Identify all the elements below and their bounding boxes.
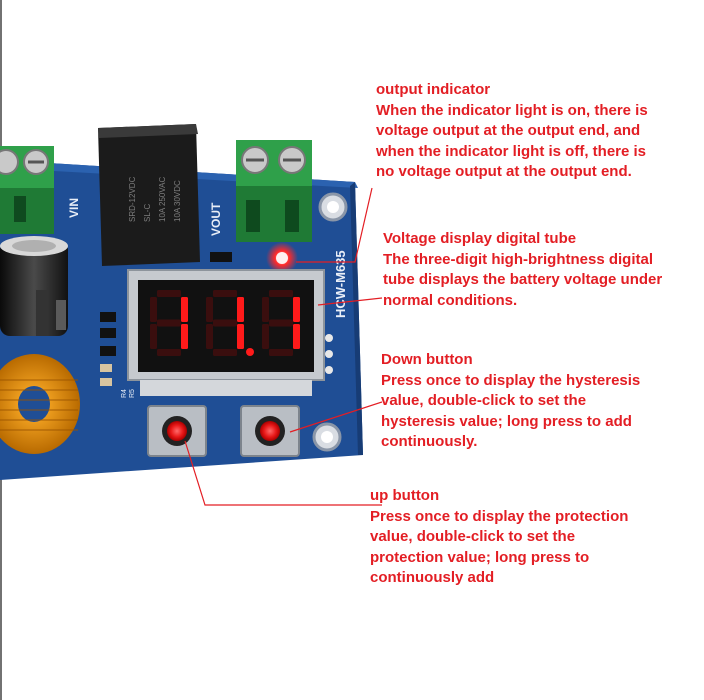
relay-text-4: 10A 30VDC	[173, 180, 182, 222]
digit-2-segment-f	[206, 297, 213, 322]
digit-2-segment-c	[237, 324, 244, 349]
relay: SRD-12VDC SL-C 10A 250VAC 10A 30VDC	[98, 124, 200, 266]
annotation-line: voltage output at the output end, and	[376, 122, 641, 139]
digit-2-segment-a	[213, 290, 237, 297]
annotation-line: value, double-click to set the	[381, 392, 587, 409]
digit-1-segment-f	[150, 297, 157, 322]
display-digits	[150, 290, 300, 356]
annotation-line: no voltage output at the output end.	[376, 163, 632, 180]
annotation-line: The three-digit high-brightness digital	[383, 250, 653, 268]
annotation-output-indicator: output indicator When the indicator ligh…	[376, 80, 701, 183]
vin-label: VIN	[67, 198, 81, 218]
digit-1-segment-g	[157, 319, 181, 327]
digit-3-segment-d	[269, 349, 293, 356]
mounting-hole-bottom	[312, 422, 342, 452]
decimal-point	[246, 348, 254, 356]
digit-3-segment-c	[293, 324, 300, 349]
digit-2-segment-e	[206, 324, 213, 349]
up-button[interactable]	[147, 405, 207, 457]
board-model-label: HCW-M635	[333, 250, 348, 318]
annotation-line: Press once to display the protection	[370, 507, 629, 525]
annotation-line: value, double-click to set the	[370, 528, 576, 545]
annotation-output-indicator-title: output indicator	[376, 81, 491, 98]
annotation-up-button: up button Press once to display the prot…	[370, 486, 700, 589]
annotation-line: Press once to display the hysteresis	[381, 371, 641, 389]
digit-1-segment-e	[150, 324, 157, 349]
annotation-line: continuously add	[370, 569, 495, 586]
annotation-line: continuously.	[381, 433, 478, 450]
callout-display	[317, 297, 383, 306]
down-button[interactable]	[240, 405, 300, 457]
relay-text-2: SL-C	[143, 204, 152, 222]
digit-3-segment-a	[269, 290, 293, 297]
smd-components	[56, 252, 232, 386]
digit-1-segment-b	[181, 297, 188, 322]
callout-output-indicator	[296, 187, 373, 263]
vout-label: VOUT	[209, 202, 223, 236]
seven-segment-display	[127, 269, 325, 396]
digit-3-segment-g	[269, 319, 293, 327]
annotation-line: normal conditions.	[383, 291, 518, 309]
mounting-hole-top	[318, 192, 348, 222]
relay-text-3: 10A 250VAC	[158, 177, 167, 222]
digit-1-segment-d	[157, 349, 181, 356]
vin-terminal-block	[0, 146, 54, 234]
annotation-down-button-title: Down button	[381, 351, 473, 368]
annotation-up-button-title: up button	[370, 487, 440, 504]
callout-down-button	[289, 401, 383, 433]
annotation-line: hysteresis value; long press to add	[381, 412, 632, 430]
relay-text-1: SRD-12VDC	[128, 176, 137, 222]
digit-3-segment-b	[293, 297, 300, 322]
output-indicator-led	[266, 242, 298, 274]
digit-2-segment-b	[237, 297, 244, 322]
digit-1-segment-c	[181, 324, 188, 349]
resistor-label-r5: R5	[129, 389, 136, 398]
header-pins	[325, 334, 333, 374]
digit-2-segment-g	[213, 319, 237, 327]
annotation-down-button: Down button Press once to display the hy…	[381, 350, 701, 453]
digit-3-segment-e	[262, 324, 269, 349]
callout-up-button	[184, 440, 382, 506]
annotation-line: protection value; long press to	[370, 548, 590, 566]
electrolytic-capacitor	[0, 236, 68, 336]
vout-terminal-block	[236, 140, 312, 242]
annotation-display: Voltage display digital tube The three-d…	[383, 229, 701, 311]
resistor-label-r4: R4	[121, 389, 128, 398]
annotation-line: tube displays the battery voltage under	[383, 271, 663, 288]
annotation-line: when the indicator light is off, there i…	[376, 142, 647, 160]
digit-2-segment-d	[213, 349, 237, 356]
digit-3-segment-f	[262, 297, 269, 322]
digit-1-segment-a	[157, 290, 181, 297]
annotation-line: When the indicator light is on, there is	[376, 101, 648, 119]
toroid-inductor	[0, 354, 80, 454]
annotation-display-title: Voltage display digital tube	[383, 230, 577, 247]
callout-lines	[184, 187, 383, 506]
